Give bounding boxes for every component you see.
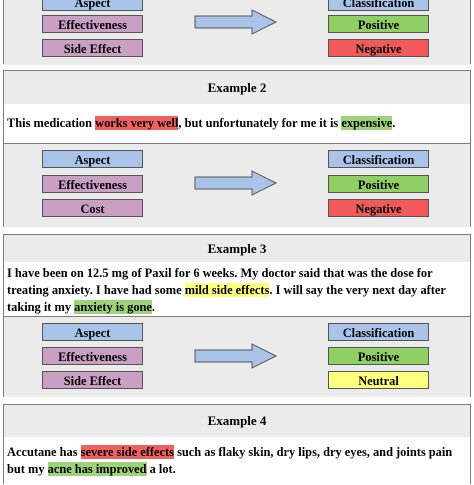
highlight-neutral: mild side effects	[184, 283, 270, 297]
classification-box: Classification	[328, 150, 429, 168]
highlight-negative: severe side effects	[80, 445, 174, 459]
text-segment: . I will say the very next day after	[269, 283, 446, 297]
highlight-negative: works very well	[95, 116, 179, 130]
highlight-positive: anxiety is gone	[74, 300, 152, 314]
example-2-text: This medication works very well, but unf…	[4, 104, 470, 144]
example-4-title: Example 4	[4, 405, 470, 438]
example-2-diagram: Aspect Effectiveness Cost Classification…	[4, 145, 470, 227]
negative-box: Negative	[328, 39, 429, 57]
example-3-panel: Example 3 I have been on 12.5 mg of Paxi…	[3, 234, 471, 397]
positive-box: Positive	[328, 175, 429, 193]
text-segment: .	[392, 116, 396, 130]
aspect-box: Aspect	[42, 0, 143, 11]
highlight-positive: acne has improved	[47, 462, 147, 476]
arrow-icon	[194, 343, 278, 369]
text-line: but my acne has improved a lot.	[7, 461, 467, 478]
example-4-panel: Example 4 Accutane has severe side effec…	[3, 404, 471, 485]
text-line: taking it my anxiety is gone.	[7, 299, 467, 316]
text-segment: a lot.	[146, 462, 176, 476]
example-3-text: I have been on 12.5 mg of Paxil for 6 we…	[4, 262, 470, 317]
text-segment: , but unfortunately for me it is	[178, 116, 342, 130]
text-segment: taking it my	[7, 300, 75, 314]
example-3-title: Example 3	[4, 235, 470, 263]
neutral-box: Neutral	[328, 371, 429, 389]
effectiveness-box: Effectiveness	[42, 175, 143, 193]
example-2-panel: Example 2 This medication works very wel…	[3, 70, 471, 227]
example-1-diagram: Aspect Effectiveness Side Effect Classif…	[4, 0, 470, 65]
classification-box: Classification	[328, 0, 429, 11]
positive-box: Positive	[328, 347, 429, 365]
text-segment: Accutane has	[7, 445, 81, 459]
text-line: Accutane has severe side effects such as…	[7, 444, 467, 461]
cost-box: Cost	[42, 199, 143, 217]
effectiveness-box: Effectiveness	[42, 15, 143, 33]
example-3-diagram: Aspect Effectiveness Side Effect Classif…	[4, 318, 470, 397]
text-segment: This medication	[7, 116, 96, 130]
aspect-box: Aspect	[42, 323, 143, 341]
example-1-panel: Aspect Effectiveness Side Effect Classif…	[3, 0, 471, 65]
text-segment: .	[151, 300, 156, 314]
aspect-box: Aspect	[42, 150, 143, 168]
example-2-title: Example 2	[4, 71, 470, 105]
text-line: I have been on 12.5 mg of Paxil for 6 we…	[7, 266, 433, 280]
classification-box: Classification	[328, 323, 429, 341]
highlight-positive: expensive	[341, 116, 393, 130]
text-line: treating anxiety. I have had some mild s…	[7, 282, 467, 299]
arrow-icon	[194, 170, 278, 196]
side-effect-box: Side Effect	[42, 371, 143, 389]
effectiveness-box: Effectiveness	[42, 347, 143, 365]
side-effect-box: Side Effect	[42, 39, 143, 57]
positive-box: Positive	[328, 15, 429, 33]
example-4-text: Accutane has severe side effects such as…	[4, 437, 470, 485]
text-segment: such as flaky skin, dry lips, dry eyes, …	[174, 445, 453, 459]
arrow-icon	[194, 9, 278, 35]
negative-box: Negative	[328, 199, 429, 217]
text-segment: but my	[7, 462, 48, 476]
text-segment: treating anxiety. I have had some	[7, 283, 185, 297]
